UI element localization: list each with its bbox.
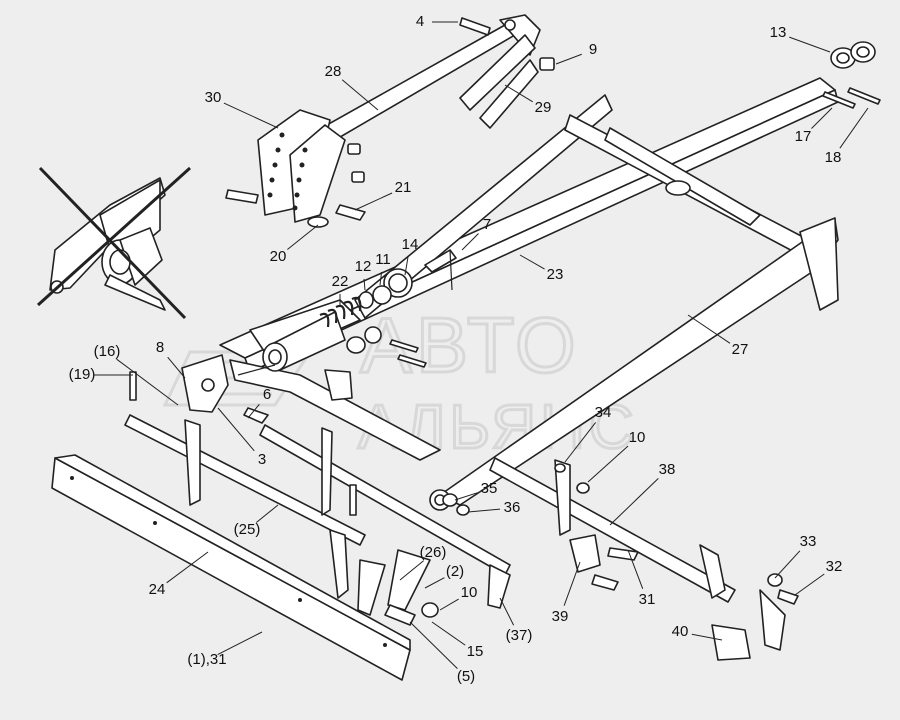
callout-label-c36: 36 bbox=[504, 499, 521, 516]
callout-label-c39: 39 bbox=[552, 608, 569, 625]
callout-leader-c14 bbox=[404, 256, 409, 276]
arm-28 bbox=[317, 14, 541, 141]
callout-leader-c26 bbox=[399, 560, 425, 581]
callout-label-c7: 7 bbox=[483, 216, 491, 233]
callout-label-c31a: 31 bbox=[639, 591, 656, 608]
callout-label-c13: 13 bbox=[770, 24, 787, 41]
callout-leader-c12 bbox=[363, 278, 366, 291]
callout-label-c21: 21 bbox=[395, 179, 412, 196]
callout-leader-c13 bbox=[789, 36, 831, 53]
callout-label-c16: (16) bbox=[94, 343, 121, 360]
washers-13 bbox=[822, 41, 881, 109]
callout-label-c8: 8 bbox=[156, 339, 164, 356]
callout-label-c11: 11 bbox=[375, 251, 391, 268]
callout-leader-c29 bbox=[504, 84, 533, 103]
callout-label-c1: (1),31 bbox=[187, 651, 226, 668]
callout-label-c29: 29 bbox=[535, 99, 552, 116]
callout-leader-c17 bbox=[811, 107, 833, 129]
callout-label-c9: 9 bbox=[589, 41, 597, 58]
callout-label-c18: 18 bbox=[825, 149, 842, 166]
callout-label-c33: 33 bbox=[800, 533, 817, 550]
callout-leader-c30 bbox=[223, 102, 279, 129]
callout-leader-c10a bbox=[587, 445, 629, 483]
callout-leader-c9 bbox=[555, 53, 582, 65]
callout-label-c6: 6 bbox=[263, 386, 271, 403]
shaft-25 bbox=[124, 414, 386, 616]
callout-label-c30: 30 bbox=[205, 89, 222, 106]
callout-leader-c40 bbox=[691, 633, 723, 641]
callout-label-c34: 34 bbox=[595, 404, 612, 421]
callout-leader-c23 bbox=[519, 254, 545, 270]
callout-leader-c16 bbox=[116, 358, 179, 406]
callout-label-c5: (5) bbox=[457, 668, 475, 685]
callout-leader-c39 bbox=[563, 561, 581, 606]
callout-label-c27: 27 bbox=[732, 341, 749, 358]
callout-label-c10a: 10 bbox=[629, 429, 646, 446]
shaft-37 bbox=[259, 424, 511, 626]
callout-label-c19: (19) bbox=[69, 366, 96, 383]
callout-label-c40: 40 bbox=[672, 623, 689, 640]
callout-leader-c1 bbox=[217, 631, 263, 656]
callout-label-c4: 4 bbox=[416, 13, 424, 30]
callout-label-c15: 15 bbox=[467, 643, 484, 660]
callout-leader-c15 bbox=[431, 621, 466, 646]
callout-leader-c33 bbox=[774, 550, 801, 579]
callout-label-c35: 35 bbox=[481, 480, 498, 497]
callout-leader-c10b bbox=[439, 598, 459, 611]
callout-leader-c8 bbox=[167, 356, 186, 379]
crossed-out-hitch-icon bbox=[36, 166, 192, 320]
callout-label-c38: 38 bbox=[659, 461, 676, 478]
callout-leader-c27 bbox=[687, 314, 731, 344]
beam-24 bbox=[51, 454, 411, 681]
callout-leader-c34 bbox=[564, 422, 597, 463]
callout-leader-c31a bbox=[627, 549, 644, 589]
pins bbox=[129, 371, 470, 516]
hardware bbox=[225, 17, 555, 424]
callout-leader-c18 bbox=[839, 107, 869, 149]
callout-leader-c38 bbox=[609, 477, 659, 526]
callout-label-c28: 28 bbox=[325, 63, 342, 80]
callout-label-c12: 12 bbox=[355, 258, 372, 275]
callout-leader-c21 bbox=[354, 192, 393, 211]
callout-leader-c5 bbox=[409, 621, 458, 669]
callout-label-c22: 22 bbox=[332, 273, 349, 290]
callout-leader-c37 bbox=[499, 597, 515, 626]
callout-leader-c28 bbox=[341, 79, 379, 111]
callout-label-c14: 14 bbox=[402, 236, 419, 253]
callout-label-c25: (25) bbox=[234, 521, 261, 538]
shaft-38 bbox=[489, 457, 799, 661]
callout-leader-c32 bbox=[794, 573, 825, 596]
callout-label-c10b: 10 bbox=[461, 584, 478, 601]
callout-leader-c25 bbox=[256, 504, 279, 523]
callout-label-c37: (37) bbox=[506, 627, 533, 644]
callout-label-c20: 20 bbox=[270, 248, 287, 265]
callout-label-c24: 24 bbox=[149, 581, 166, 598]
callout-leader-c36 bbox=[467, 508, 501, 513]
callout-label-c23: 23 bbox=[547, 266, 564, 283]
callout-label-c17: 17 bbox=[795, 128, 812, 145]
callout-label-c3: 3 bbox=[258, 451, 266, 468]
callout-leader-c20 bbox=[287, 224, 319, 250]
spring-22 bbox=[181, 296, 362, 413]
callout-leader-c35 bbox=[454, 492, 478, 501]
callout-leader-c24 bbox=[166, 551, 209, 584]
callout-label-c26: (26) bbox=[420, 544, 447, 561]
callout-label-c2: (2) bbox=[446, 563, 464, 580]
callout-leader-c7 bbox=[461, 233, 479, 251]
callout-leader-c3 bbox=[217, 407, 255, 452]
callout-leader-c2 bbox=[424, 577, 445, 589]
callout-label-c32: 32 bbox=[826, 558, 843, 575]
perforated-plate-30 bbox=[257, 109, 346, 223]
callout-leader-c6 bbox=[247, 403, 260, 419]
callout-leader-c11 bbox=[379, 271, 383, 286]
